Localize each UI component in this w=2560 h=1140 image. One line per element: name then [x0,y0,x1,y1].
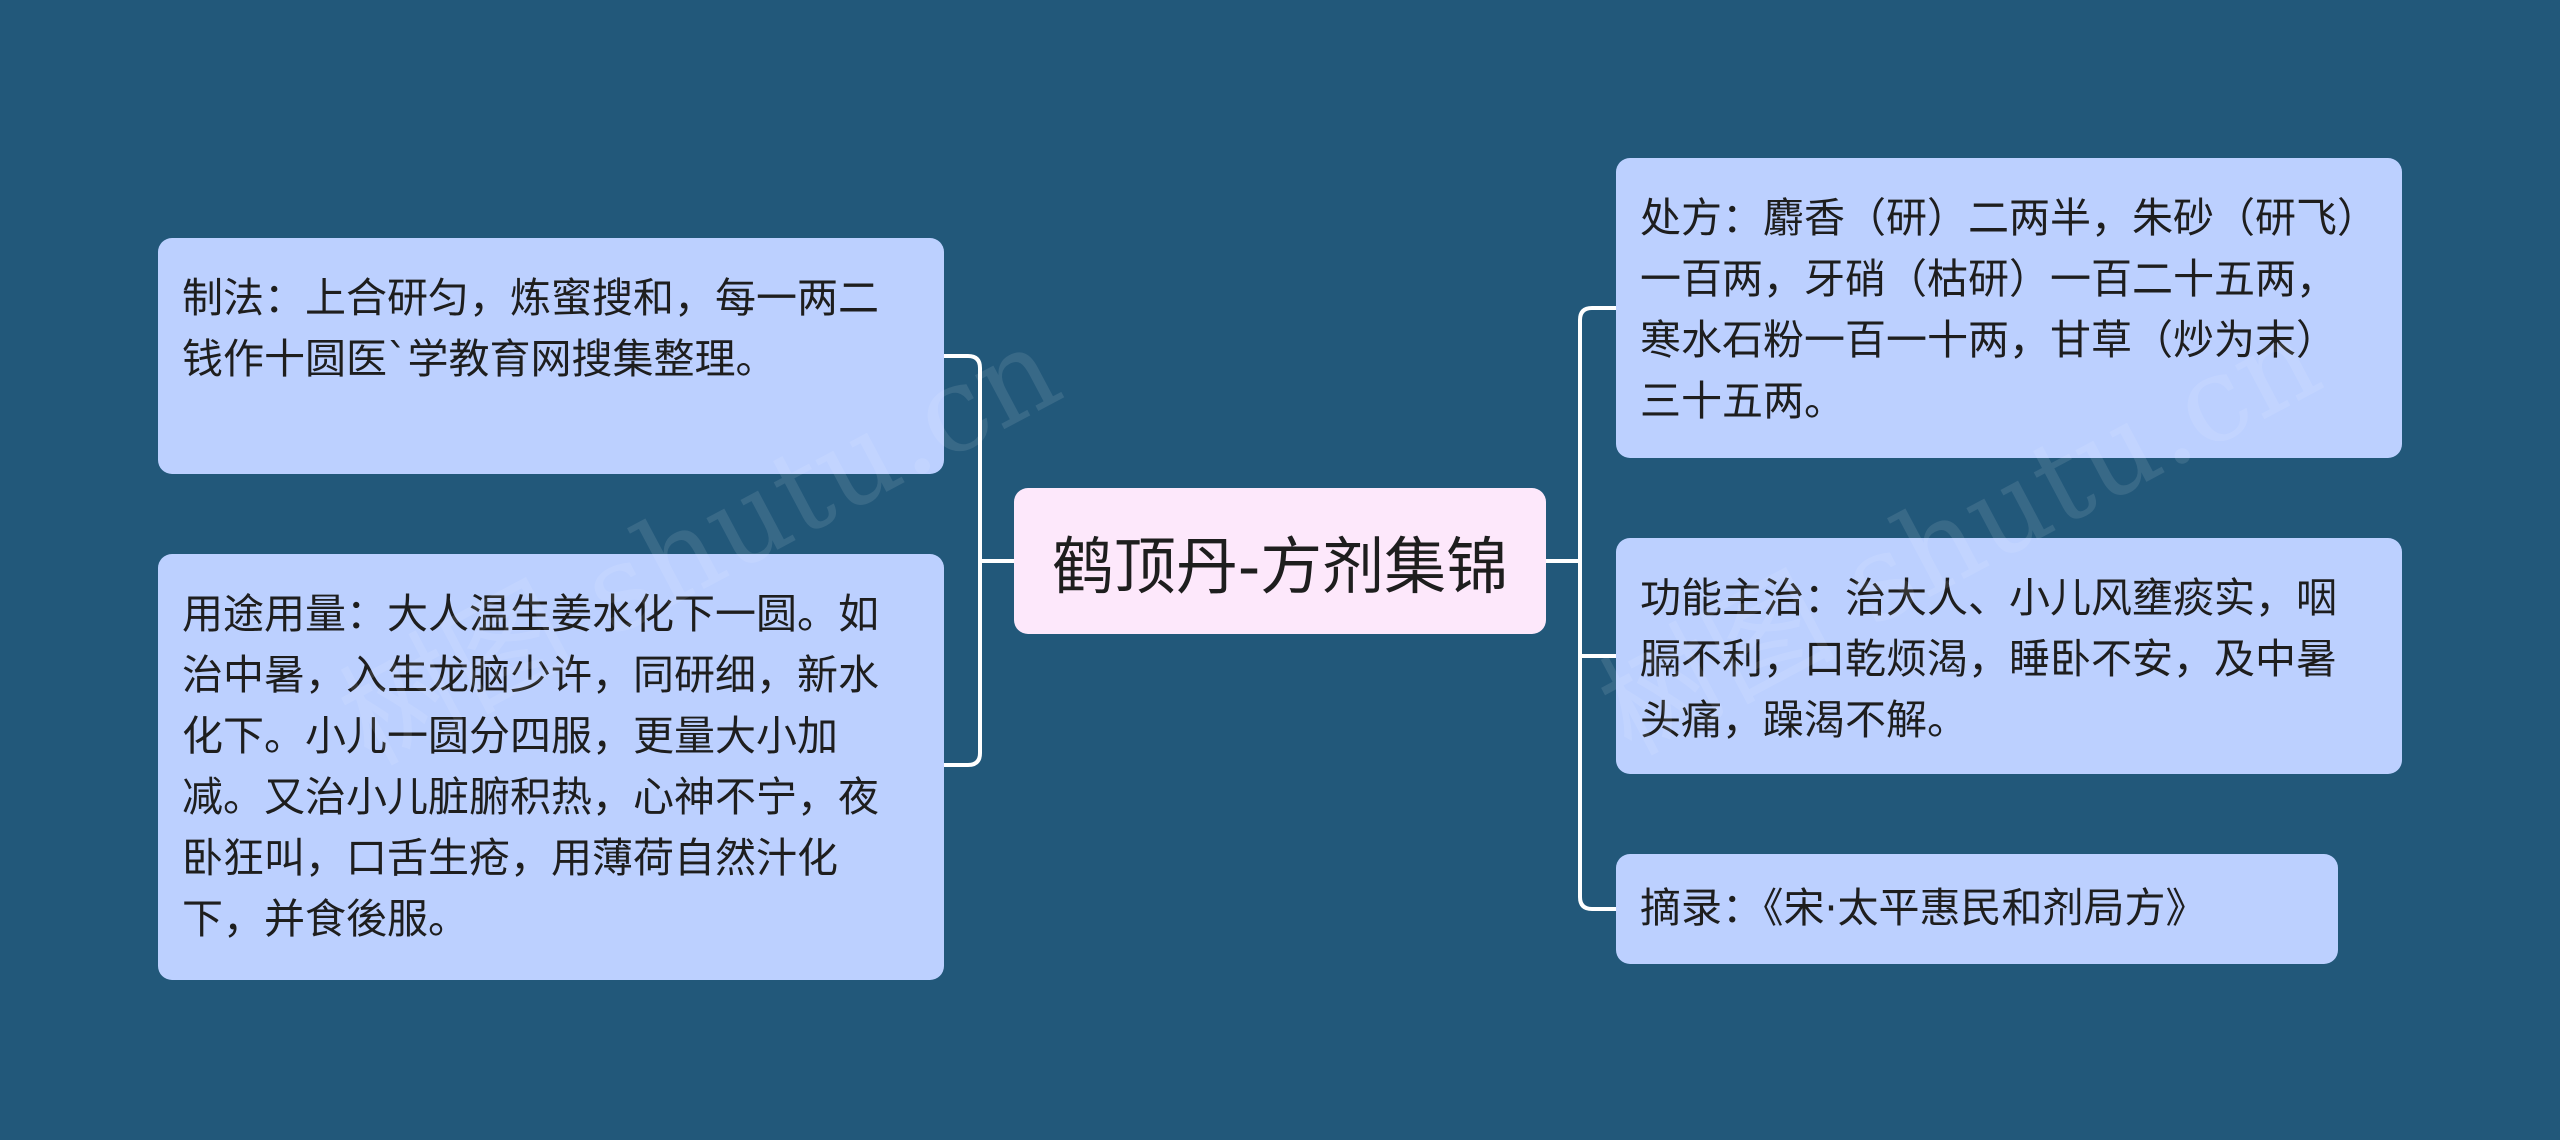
branch-node-text: 处方：麝香（研）二两半，朱砂（研飞）一百两，牙硝（枯研）一百二十五两，寒水石粉一… [1640,194,2358,425]
branch-node-text: 用途用量：大人温生姜水化下一圆。如治中暑，入生龙脑少许，同研细，新水化下。小儿一… [182,590,879,943]
root-node[interactable]: 鹤顶丹-方剂集锦 [1014,488,1546,634]
branch-node-prescription[interactable]: 处方：麝香（研）二两半，朱砂（研飞）一百两，牙硝（枯研）一百二十五两，寒水石粉一… [1616,158,2402,458]
branch-node-usage-dosage[interactable]: 用途用量：大人温生姜水化下一圆。如治中暑，入生龙脑少许，同研细，新水化下。小儿一… [158,554,944,980]
connector-left-trunk [944,354,1014,767]
branch-node-text: 制法：上合研匀，炼蜜搜和，每一两二钱作十圆医`学教育网搜集整理。 [182,274,879,383]
branch-node-source[interactable]: 摘录：《宋·太平惠民和剂局方》 [1616,854,2338,964]
branch-node-indications[interactable]: 功能主治：治大人、小儿风壅痰实，咽膈不利，口乾烦渴，睡卧不安，及中暑头痛，躁渴不… [1616,538,2402,774]
branch-node-text: 功能主治：治大人、小儿风壅痰实，咽膈不利，口乾烦渴，睡卧不安，及中暑头痛，躁渴不… [1640,574,2337,744]
branch-node-preparation[interactable]: 制法：上合研匀，炼蜜搜和，每一两二钱作十圆医`学教育网搜集整理。 [158,238,944,474]
branch-node-text: 摘录：《宋·太平惠民和剂局方》 [1640,884,2207,932]
root-node-label: 鹤顶丹-方剂集锦 [1051,530,1509,603]
connector-right-trunk [1546,306,1616,911]
